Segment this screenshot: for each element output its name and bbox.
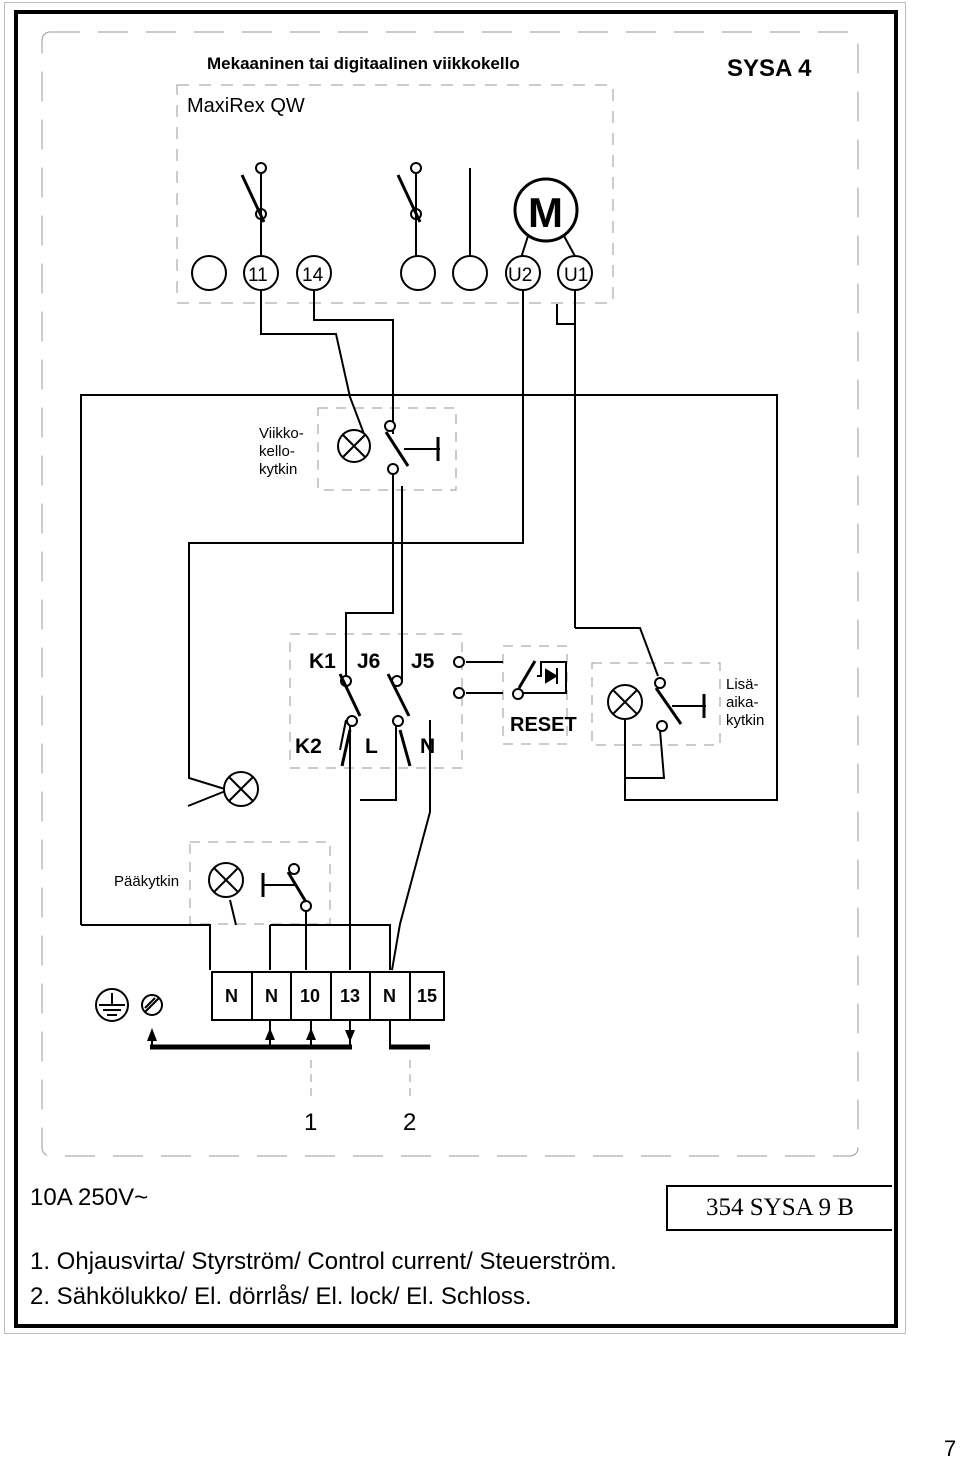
- output-label-1: 1: [304, 1109, 317, 1136]
- terminal-label-11: 11: [248, 265, 268, 286]
- rating-label: 10A 250V~: [30, 1184, 149, 1211]
- clock-box: [176, 84, 614, 304]
- contact-terminal: [654, 677, 666, 689]
- weekly-switch-label-3: kytkin: [259, 461, 297, 478]
- terminal-label-u2: U2: [508, 265, 532, 286]
- reset-label: RESET: [510, 714, 577, 736]
- weekly-switch-label-1: Viikko-: [259, 425, 304, 442]
- arrow-up-icon: [265, 1028, 275, 1040]
- page-number: 7: [944, 1436, 957, 1461]
- wire: [260, 290, 365, 435]
- outer-frame: [4, 2, 906, 1334]
- clock-terminal: [400, 255, 436, 291]
- label-j5: J5: [411, 650, 435, 673]
- system-label: SYSA 4: [727, 55, 812, 82]
- label-k1: K1: [309, 650, 336, 673]
- earth-icon: [95, 988, 129, 1022]
- main-frame: [14, 10, 898, 1328]
- wire: [339, 719, 347, 751]
- wire: [360, 720, 397, 801]
- drawing-code-text: 354 SYSA 9 B: [706, 1194, 854, 1221]
- wire: [188, 290, 524, 791]
- contact-terminal: [410, 162, 422, 174]
- label-l: L: [365, 735, 378, 758]
- wire: [187, 789, 229, 807]
- wire: [81, 924, 211, 970]
- terminal-label-u1: U1: [564, 265, 588, 286]
- wire: [229, 899, 237, 926]
- label-n: N: [420, 735, 435, 758]
- legend-item-1: 1. Ohjausvirta/ Styrström/ Control curre…: [30, 1248, 617, 1275]
- main-switch-box: [189, 841, 331, 925]
- extra-switch-box: [591, 662, 721, 746]
- contact-terminal: [656, 720, 668, 732]
- wire: [391, 720, 431, 971]
- terminal-10: 10: [300, 986, 320, 1006]
- wire: [575, 627, 659, 677]
- extra-switch-label-3: kytkin: [726, 712, 764, 729]
- wire: [556, 290, 576, 325]
- diagram-title: Mekaaninen tai digitaalinen viikkokello: [207, 54, 520, 73]
- terminal-block: [211, 971, 445, 1021]
- wire: [270, 924, 391, 970]
- weekly-switch-box: [317, 407, 457, 491]
- contact-terminal: [300, 900, 312, 912]
- extra-switch-label-1: Lisä-: [726, 676, 759, 693]
- contact-terminal: [288, 863, 300, 875]
- terminal-n-2: N: [265, 986, 278, 1006]
- wire: [625, 729, 666, 779]
- wire: [345, 474, 394, 680]
- drawing-code: 354 SYSA 9 B: [666, 1185, 892, 1231]
- arrow-up-icon: [306, 1028, 316, 1040]
- terminal-label-14: 14: [302, 265, 324, 286]
- extra-switch-label-2: aika-: [726, 694, 759, 711]
- contact-terminal: [255, 162, 267, 174]
- arrow-down-icon: [345, 1030, 355, 1042]
- wire: [80, 394, 778, 925]
- model-label: MaxiRex QW: [187, 95, 305, 117]
- contact-terminal: [387, 463, 399, 475]
- output-label-2: 2: [403, 1109, 416, 1136]
- diagram-boundary: [41, 31, 859, 1157]
- clock-terminal: [452, 255, 488, 291]
- clock-terminal: [191, 255, 227, 291]
- terminal-n-3: N: [383, 986, 396, 1006]
- weekly-switch-label-2: kello-: [259, 443, 295, 460]
- terminal-n-1: N: [225, 986, 238, 1006]
- contact-terminal: [384, 420, 396, 432]
- terminal-15: 15: [417, 986, 437, 1006]
- terminal-13: 13: [340, 986, 360, 1006]
- motor-symbol: [513, 177, 579, 243]
- label-k2: K2: [295, 735, 322, 758]
- label-j6: J6: [357, 650, 380, 673]
- screw-icon: [141, 994, 163, 1016]
- legend-item-2: 2. Sähkölukko/ El. dörrlås/ El. lock/ El…: [30, 1283, 532, 1310]
- legend: 1. Ohjausvirta/ Styrström/ Control curre…: [30, 1244, 617, 1314]
- reset-box: [502, 645, 568, 745]
- wire: [313, 290, 394, 434]
- main-switch-label: Pääkytkin: [114, 873, 179, 890]
- arrow-up-icon: [147, 1028, 157, 1041]
- control-unit-box: [289, 633, 463, 769]
- motor-label: M: [528, 189, 563, 236]
